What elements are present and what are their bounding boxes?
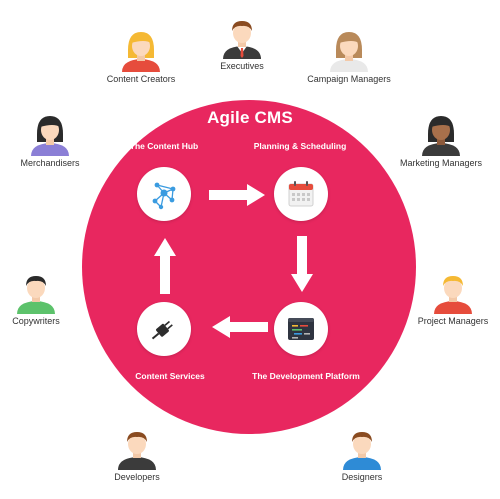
- content-hub-label: The Content Hub: [129, 141, 199, 151]
- services-node: [137, 302, 191, 356]
- code-editor-icon: [288, 318, 314, 340]
- man-avatar-icon: [343, 432, 381, 470]
- persona-label: Developers: [114, 472, 160, 482]
- persona-label: Campaign Managers: [307, 74, 391, 84]
- persona-marketing-managers: Marketing Managers: [376, 110, 500, 168]
- man-avatar-icon: [118, 432, 156, 470]
- persona-executives: Executives: [177, 13, 307, 71]
- man-avatar-icon: [434, 276, 472, 314]
- woman-avatar-icon: [422, 116, 460, 156]
- development-node: [274, 302, 328, 356]
- arrow-left-icon: [212, 316, 268, 338]
- persona-copywriters: Copywriters: [0, 268, 101, 326]
- persona-label: Content Creators: [106, 74, 176, 84]
- persona-label: Marketing Managers: [399, 158, 483, 168]
- arrow-up-icon: [154, 238, 176, 294]
- planning-node: [274, 167, 328, 221]
- diagram-title: Agile CMS: [207, 108, 293, 127]
- persona-label: Executives: [220, 61, 264, 71]
- services-label: Content Services: [135, 371, 205, 381]
- calendar-icon: [288, 181, 314, 207]
- persona-designers: Designers: [297, 424, 427, 482]
- persona-label: Copywriters: [12, 316, 60, 326]
- persona-label: Project Managers: [417, 316, 489, 326]
- man-suit-avatar-icon: [223, 21, 261, 59]
- content-hub-node: [137, 167, 191, 221]
- persona-content-creators: Content Creators: [76, 26, 206, 84]
- persona-project-managers: Project Managers: [388, 268, 500, 326]
- arrow-down-icon: [291, 236, 313, 292]
- plug-icon: [151, 320, 173, 340]
- agile-cms-circle: [82, 100, 416, 434]
- planning-label: Planning & Scheduling: [253, 141, 347, 151]
- development-label: The Development Platform: [252, 371, 360, 381]
- persona-developers: Developers: [72, 424, 202, 482]
- persona-label: Designers: [341, 472, 383, 482]
- man-avatar-icon: [17, 276, 55, 314]
- network-hub-icon: [152, 182, 176, 210]
- persona-campaign-managers: Campaign Managers: [284, 26, 414, 84]
- woman-avatar-icon: [122, 32, 160, 72]
- persona-label: Merchandisers: [20, 158, 80, 168]
- arrow-right-icon: [209, 184, 265, 206]
- persona-merchandisers: Merchandisers: [0, 110, 115, 168]
- woman-avatar-icon: [330, 32, 368, 72]
- woman-avatar-icon: [31, 116, 69, 156]
